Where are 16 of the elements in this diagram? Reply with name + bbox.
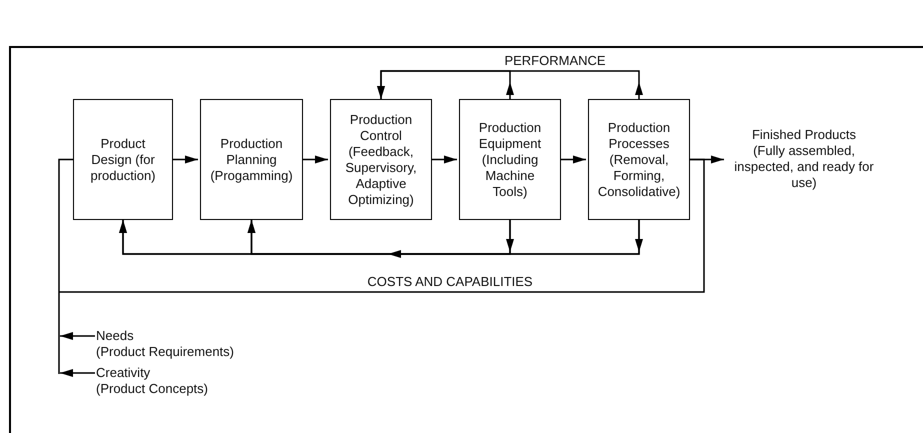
- node-label: Product Design (for production): [89, 136, 157, 184]
- node-label: Production Control (Feedback, Supervisory, Adaptive Optimizing): [344, 112, 418, 208]
- node-label: (Product Concepts): [96, 381, 208, 397]
- node-label: Production Processes (Removal, Forming, Consolidative): [596, 120, 682, 200]
- process-box: [459, 99, 561, 220]
- node-label: Production Planning (Progamming): [209, 136, 294, 184]
- node-label: Needs: [96, 328, 134, 344]
- process-box: [200, 99, 303, 220]
- node-label: (Product Requirements): [96, 344, 234, 360]
- process-box: [330, 99, 432, 220]
- process-box: [588, 99, 690, 220]
- node-label: Creativity: [96, 365, 150, 381]
- node-label: Production Equipment (Including Machine Tools): [478, 120, 542, 200]
- process-box: [73, 99, 173, 220]
- node-label: (Fully assembled, inspected, and ready for use): [733, 143, 875, 191]
- node-label: Finished Products: [752, 127, 856, 143]
